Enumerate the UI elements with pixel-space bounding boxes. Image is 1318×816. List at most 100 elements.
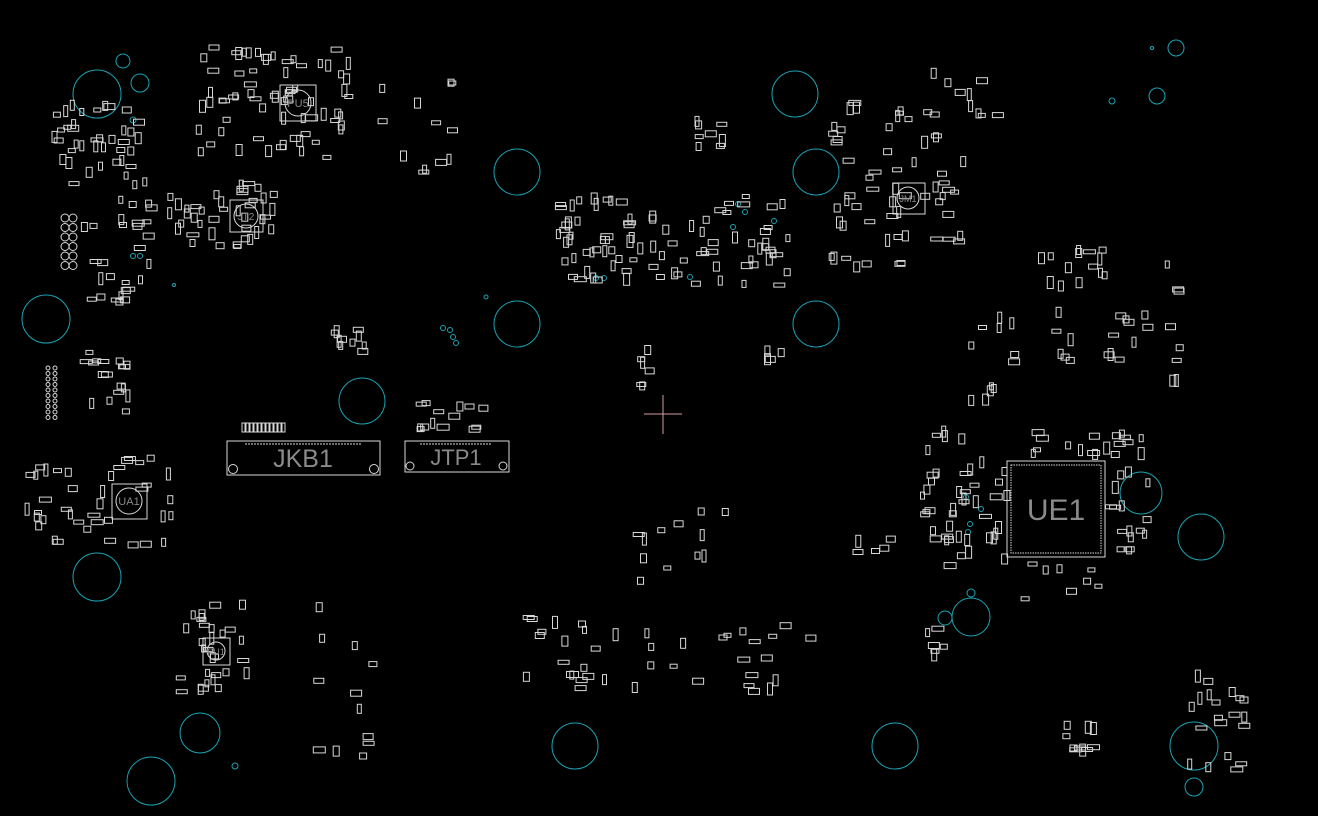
smd-pad xyxy=(79,108,85,116)
smd-pad xyxy=(696,251,710,257)
smd-pad xyxy=(828,252,835,261)
smd-pad xyxy=(183,208,191,219)
smd-pad xyxy=(1214,719,1228,727)
smd-pad xyxy=(249,422,254,433)
smd-pad xyxy=(38,496,52,503)
smd-pad xyxy=(123,456,136,461)
smd-pad xyxy=(224,626,236,633)
smd-pad xyxy=(167,495,174,505)
smd-pad xyxy=(673,271,683,278)
smd-pad xyxy=(830,139,843,146)
smd-pad xyxy=(699,226,705,237)
label-pu5: PU5 xyxy=(287,98,308,110)
smd-pad xyxy=(955,530,962,543)
smd-pad xyxy=(1195,725,1208,731)
smd-pad xyxy=(623,272,631,286)
smd-pad xyxy=(965,545,973,559)
mounting-hole xyxy=(126,756,176,806)
smd-pad xyxy=(67,485,78,493)
smd-pad xyxy=(1107,348,1114,361)
smd-pad xyxy=(208,624,215,634)
chip-jt2[interactable] xyxy=(229,199,264,233)
smd-pad xyxy=(53,137,64,144)
chip-ua1[interactable] xyxy=(111,483,148,520)
smd-pad xyxy=(334,108,342,118)
smd-pad xyxy=(313,677,325,684)
smd-pad xyxy=(901,230,909,242)
smd-pad xyxy=(1108,332,1120,338)
smd-pad xyxy=(590,645,601,652)
smd-pad xyxy=(569,199,575,212)
smd-pad xyxy=(377,118,388,125)
smd-pad xyxy=(243,81,257,88)
smd-pad xyxy=(190,212,198,223)
chip-pu5[interactable] xyxy=(279,84,317,122)
pin-pad xyxy=(45,365,51,371)
smd-pad xyxy=(52,538,64,545)
smd-pad xyxy=(986,385,994,397)
smd-pad xyxy=(972,495,979,509)
smd-pad xyxy=(120,296,131,304)
smd-pad xyxy=(1110,451,1120,458)
connector-jkb1[interactable] xyxy=(226,440,381,476)
smd-pad xyxy=(574,216,581,226)
smd-pad xyxy=(35,464,46,471)
smd-pad xyxy=(942,210,955,218)
smd-pad xyxy=(885,233,891,247)
smd-pad xyxy=(145,204,158,212)
smd-pad xyxy=(85,166,93,178)
connector-jtp1[interactable] xyxy=(404,440,510,473)
smd-pad xyxy=(1064,262,1072,274)
smd-pad xyxy=(1009,317,1015,330)
smd-pad xyxy=(113,465,126,470)
smd-pad xyxy=(977,112,986,118)
pin-pad xyxy=(45,371,51,376)
mounting-hole xyxy=(493,148,541,196)
smd-pad xyxy=(338,111,344,120)
chip-ue1[interactable] xyxy=(1006,460,1106,558)
smd-pad xyxy=(615,255,623,263)
chip-pu1[interactable] xyxy=(202,637,231,666)
crosshair-cursor-icon xyxy=(644,395,682,434)
smd-pad xyxy=(79,140,85,152)
mounting-hole xyxy=(1119,471,1163,515)
smd-pad xyxy=(146,258,152,269)
smd-pad xyxy=(759,228,771,235)
mounting-hole xyxy=(172,283,176,287)
smd-pad xyxy=(930,526,936,536)
smd-pad xyxy=(1047,252,1054,261)
smd-pad xyxy=(330,46,343,53)
mounting-hole xyxy=(1150,46,1154,50)
smd-pad xyxy=(121,125,127,136)
smd-pad xyxy=(300,131,311,138)
chip-jm1[interactable] xyxy=(892,182,926,215)
smd-pad xyxy=(898,192,912,200)
pin-pad xyxy=(45,393,51,398)
smd-pad xyxy=(592,246,602,254)
smd-pad xyxy=(290,55,297,64)
smd-pad xyxy=(249,68,258,74)
smd-pad xyxy=(715,142,725,149)
smd-pad xyxy=(231,50,242,56)
smd-pad xyxy=(640,553,647,564)
smd-pad xyxy=(716,121,728,127)
smd-pad xyxy=(892,182,900,195)
smd-pad xyxy=(330,118,341,123)
smd-pad xyxy=(79,359,93,365)
smd-pad xyxy=(208,86,213,98)
smd-pad xyxy=(930,236,944,242)
smd-pad xyxy=(831,121,838,131)
smd-pad xyxy=(131,219,145,227)
smd-pad xyxy=(929,111,940,118)
pin-pad xyxy=(60,242,70,251)
smd-pad xyxy=(717,275,723,286)
smd-pad xyxy=(175,675,186,681)
smd-pad xyxy=(852,549,864,555)
smd-pad xyxy=(245,422,250,433)
smd-pad xyxy=(846,102,854,116)
smd-pad xyxy=(338,70,345,79)
smd-pad xyxy=(555,202,567,207)
smd-pad xyxy=(247,233,254,245)
smd-pad xyxy=(277,422,282,433)
